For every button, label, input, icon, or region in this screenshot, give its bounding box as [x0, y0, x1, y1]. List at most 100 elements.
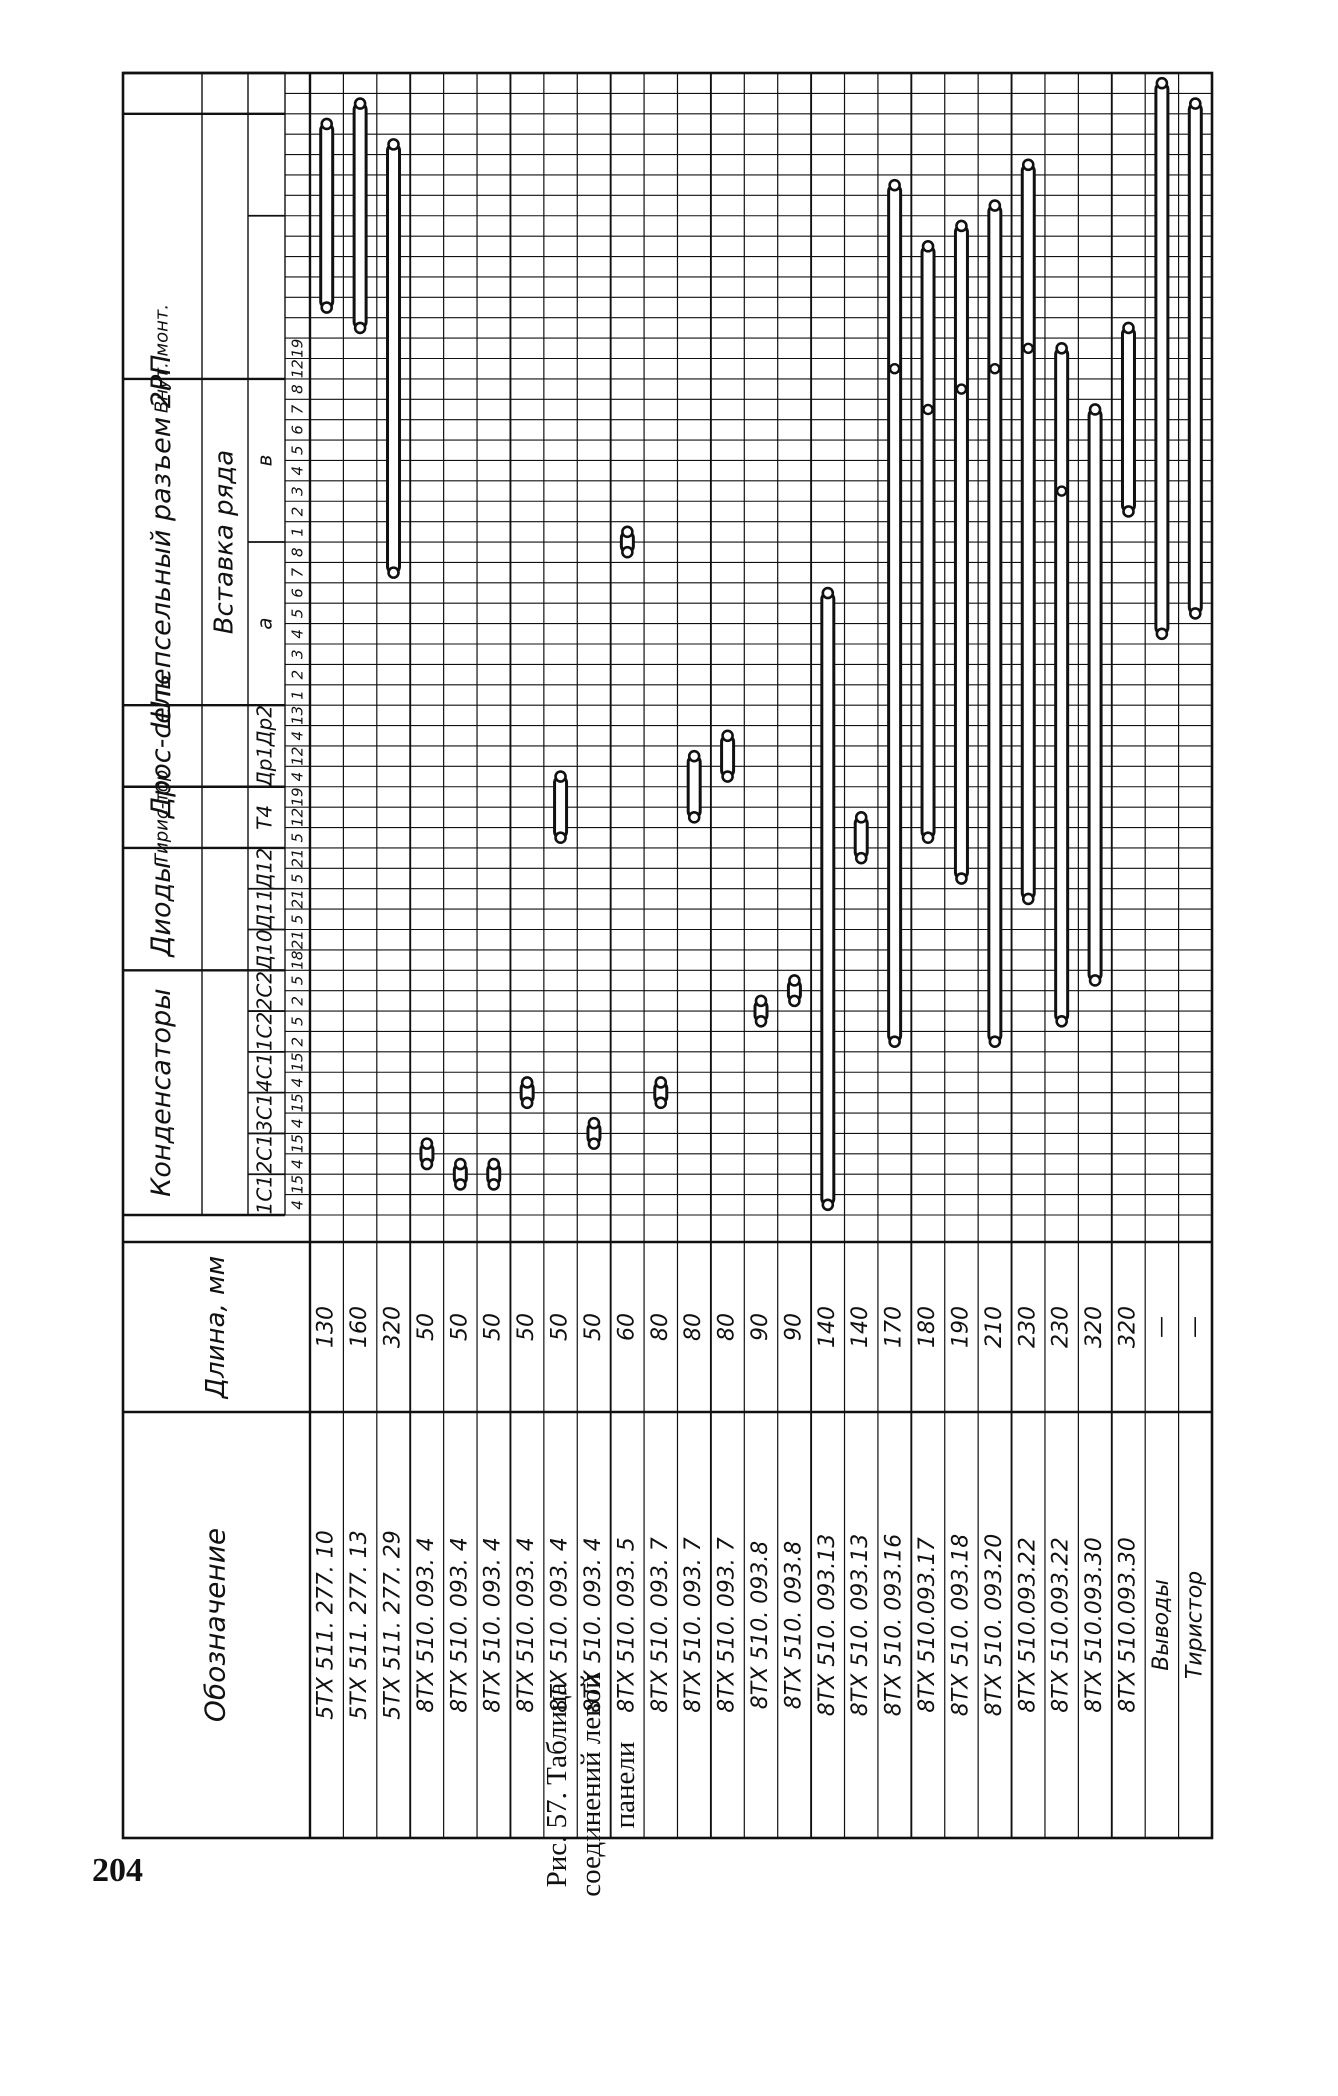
row-length: 90 [748, 1313, 773, 1341]
wire-bar [1187, 102, 1203, 615]
row-designation: 8ТХ 510. 093.18 [948, 1534, 973, 1716]
row-length: 60 [614, 1313, 639, 1341]
wire-endpoint [1155, 627, 1169, 641]
row-designation: 8ТХ 510. 093. 4 [581, 1537, 606, 1712]
component-name: 2С2 [253, 971, 277, 1010]
row-designation: 8ТХ 510. 093. 4 [548, 1537, 573, 1712]
pin-number: 4 [289, 466, 307, 476]
group-label-5: Внут. монт. [152, 304, 173, 413]
row-designation: 8ТХ 510.093.17 [915, 1537, 940, 1712]
component-name: Т4 [253, 805, 277, 830]
row-length: 90 [781, 1313, 806, 1341]
row-designation: 8ТХ 510. 093. 5 [614, 1537, 639, 1712]
wire-endpoint [420, 1137, 434, 1150]
row-length: 50 [447, 1313, 472, 1341]
wire-bar [887, 183, 903, 1044]
wire-endpoint [888, 1035, 901, 1048]
pin-number: 5 [289, 915, 307, 925]
row-designation: 8ТХ 510. 093. 4 [481, 1537, 506, 1712]
wire-endpoint [854, 811, 868, 824]
wire-endpoint [554, 770, 567, 783]
length-header: Длина, мм [201, 1256, 231, 1400]
pin-number: 4 [289, 1078, 307, 1088]
pin-number: 5 [289, 976, 307, 986]
group-label-3: Дрос-сель [146, 674, 177, 819]
pin-number: 5 [289, 609, 307, 619]
wire-endpoint [487, 1178, 501, 1191]
pin-number: 8 [289, 547, 307, 557]
wire-endpoint [454, 1157, 467, 1171]
row-designation: 8ТХ 510. 093.13 [815, 1534, 840, 1716]
row-designation: 8ТХ 510. 093. 4 [447, 1537, 472, 1712]
wire-endpoint [754, 994, 768, 1008]
pin-number: 1 [289, 690, 307, 700]
pin-number: 5 [289, 833, 307, 843]
wire-endpoint [320, 301, 334, 314]
wire-endpoint [554, 831, 567, 845]
pin-number: 21 [289, 930, 307, 949]
pin-number: 12 [289, 747, 307, 766]
group-sublabel-4: Вставка ряда [210, 450, 240, 635]
pin-number: 18 [289, 951, 307, 970]
wire-endpoint [988, 199, 1002, 212]
wire-bar [1120, 326, 1136, 513]
row-length: — [1149, 1316, 1174, 1338]
pin-number: 15 [289, 1134, 307, 1153]
pin-number: 15 [289, 1175, 307, 1194]
wire-endpoint [1055, 1014, 1068, 1028]
wire-endpoint [955, 872, 968, 885]
wire-endpoint [654, 1076, 668, 1089]
pin-number: 2 [289, 507, 307, 517]
row-designation: 5ТХ 511. 277. 29 [381, 1530, 406, 1719]
row-length: 140 [815, 1306, 840, 1348]
wire-endpoint [1021, 158, 1035, 172]
row-designation: 8ТХ 510.093.30 [1082, 1537, 1107, 1712]
wire-endpoint [1055, 342, 1068, 355]
wire-bar [987, 204, 1003, 1044]
wire-endpoint [353, 97, 367, 110]
row-length: 50 [548, 1313, 573, 1341]
wire-endpoint [1188, 97, 1202, 110]
row-length: 180 [915, 1306, 940, 1348]
component-name: 2С1 [253, 1134, 277, 1173]
pin-number: 4 [289, 1118, 307, 1128]
row-designation: 8ТХ 510. 093. 7 [648, 1537, 673, 1712]
row-designation: 8ТХ 510. 093.8 [748, 1541, 773, 1709]
wire-endpoint [587, 1137, 601, 1150]
wire-endpoint [788, 974, 801, 987]
row-designation: 8ТХ 510. 093. 7 [681, 1537, 706, 1712]
pin-number: 2 [289, 996, 307, 1006]
wire-bar [686, 754, 702, 819]
row-length: 170 [882, 1306, 907, 1348]
component-name: Д12 [253, 848, 277, 890]
wire-bar [1054, 346, 1070, 1023]
row-length: 130 [314, 1306, 339, 1348]
wire-endpoint [721, 729, 734, 743]
row-length: 230 [1015, 1306, 1040, 1348]
wire-tap-dot [1022, 342, 1034, 355]
wire-tap-dot [989, 362, 1001, 375]
pin-number: 6 [289, 588, 307, 598]
component-name: Д11 [253, 889, 277, 931]
wire-endpoint [721, 770, 734, 783]
wire-endpoint [320, 117, 334, 131]
group-label-4: Штепсельный разъем 2РП [146, 355, 177, 730]
wire-endpoint [821, 586, 835, 600]
wire-endpoint [621, 525, 634, 539]
wire-tap-dot [955, 383, 968, 395]
wire-endpoint [420, 1157, 434, 1171]
wire-endpoint [988, 1035, 1002, 1048]
wire-endpoint [687, 749, 701, 763]
pin-number: 4 [289, 1159, 307, 1169]
row-length: 140 [848, 1306, 873, 1348]
pin-number: 7 [289, 404, 307, 414]
pin-number: 2 [289, 670, 307, 680]
wire-endpoint [955, 219, 968, 233]
wire-endpoint [353, 321, 367, 335]
component-name: Д10 [253, 929, 277, 971]
group-label-2: Тирис-тор [152, 770, 173, 865]
wire-endpoint [687, 811, 701, 824]
pin-number: 5 [289, 1016, 307, 1026]
